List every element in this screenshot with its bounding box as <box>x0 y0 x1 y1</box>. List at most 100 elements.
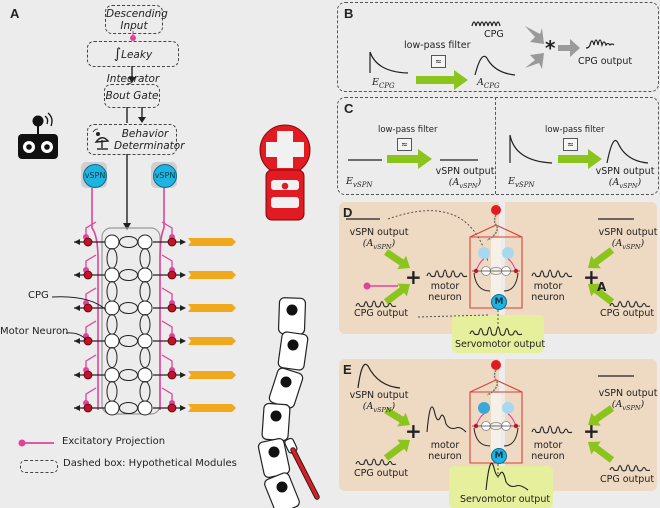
muscle-output-arrow <box>188 337 236 345</box>
cpg-wave-label: CPG <box>484 29 504 40</box>
excitatory-projection-left <box>91 188 99 410</box>
vspn-output-right-e: vSPN output (AvSPN) <box>594 388 660 412</box>
panel-a-top-connections <box>123 31 146 230</box>
motor-neuron-leader-line <box>65 332 87 341</box>
motor-neuron <box>167 370 177 380</box>
panel-c-box <box>337 97 659 195</box>
arrowhead <box>74 305 80 311</box>
neuron-label: neuron <box>531 292 565 303</box>
a-symbol: (A <box>611 238 623 249</box>
green-arrow-e-bottom-right <box>588 441 615 463</box>
green-arrow-shape <box>384 407 410 427</box>
excitatory-projection-right <box>159 188 165 410</box>
schematic-spine <box>491 238 501 298</box>
arrowhead <box>180 239 186 245</box>
cpg-network <box>51 188 236 416</box>
multiply-symbol: * <box>545 36 556 60</box>
motor-symbol: M <box>494 451 504 461</box>
schematic-spine <box>491 393 501 453</box>
robot-joint <box>268 446 280 458</box>
motor-neuron-wave-left-e <box>426 406 467 433</box>
panel-c-label: C <box>344 101 354 116</box>
mini-robot-body <box>486 214 499 241</box>
green-arrow-e-bottom-left <box>383 439 411 461</box>
robot-joint <box>280 376 292 388</box>
low-pass-filter-label-c-left: low-pass filter <box>378 125 438 135</box>
excitatory-branch <box>85 354 97 369</box>
cpg-leader-line <box>51 296 107 311</box>
green-arrow-e-top-left <box>384 407 410 427</box>
low-pass-filter-label-c-right: low-pass filter <box>545 125 605 135</box>
schematic-frame <box>469 379 523 464</box>
muscle-output-arrow <box>188 271 236 279</box>
motor-wire-right <box>503 427 519 447</box>
a-symbol: (A <box>362 238 374 249</box>
panel-c-divider <box>495 97 496 194</box>
segment-row <box>74 387 236 416</box>
arrowhead <box>74 372 80 378</box>
low-pass-filter-icon: ≈ <box>397 138 412 151</box>
green-arrow-shape <box>588 283 615 305</box>
plus-right-e: + <box>583 419 600 443</box>
e-cpg-symbol: E <box>372 77 379 88</box>
motor-wire-right <box>503 272 519 292</box>
bout-gate-box: Bout Gate <box>104 84 160 108</box>
motor-label: motor <box>533 281 563 292</box>
green-arrow-shape <box>384 249 410 270</box>
low-pass-filter-label-b: low-pass filter <box>404 40 471 51</box>
e-vspn-left-symbol: E <box>346 176 353 187</box>
green-arrow-d-top-right <box>588 247 615 269</box>
motor-neuron <box>167 336 177 346</box>
vspn-output-right-d-label: vSPN output <box>598 227 658 238</box>
panel-b-graphics <box>369 21 615 90</box>
e-cpg-label: ECPG <box>372 77 395 90</box>
cpg-output-right-d: CPG output <box>600 308 655 319</box>
vspn-output-left-c-label: vSPN output <box>435 166 495 177</box>
motor-neuron <box>83 403 93 413</box>
vspn-output-left-d-label: vSPN output <box>349 227 409 238</box>
motor-neuron-left-e: motor neuron <box>425 440 465 462</box>
excitatory-branch <box>161 354 173 369</box>
green-arrow-e-top-right <box>588 405 615 426</box>
cpg-output-label-b: CPG output <box>578 56 633 67</box>
bout-gate-label: Bout Gate <box>105 90 159 102</box>
motor-wire-left <box>473 427 491 447</box>
vspn-output-right-c-label: vSPN output <box>595 166 655 177</box>
green-arrow-shape <box>588 247 615 269</box>
satellite-dish-icon <box>92 128 110 150</box>
a-subscript: vSPN <box>373 242 392 251</box>
vspn-output-right-e-symbol: (AvSPN) <box>611 399 645 412</box>
schematic-frame <box>469 224 523 309</box>
mini-robot-body <box>486 369 499 396</box>
motor-neuron-right-d: motor neuron <box>528 281 568 303</box>
arrowhead <box>74 272 80 278</box>
vspn-output-left-d: vSPN output (AvSPN) <box>345 227 413 251</box>
a-subscript: vSPN <box>619 181 638 190</box>
excitatory-branch <box>85 254 97 269</box>
legend-excitatory: Excitatory Projection <box>62 436 166 447</box>
gray-arrow-bottom <box>525 53 544 69</box>
descending-input-box: Descending Input <box>105 5 168 34</box>
excitatory-legend-icon <box>18 439 54 447</box>
cpg-wave-left-d <box>355 300 397 308</box>
behavior-determinator-line1: Behavior <box>121 128 169 140</box>
muscle-output-arrow <box>188 404 236 412</box>
integral-symbol: ∫ <box>113 46 122 62</box>
vspn-output-right-c: vSPN output (AvSPN) <box>592 166 658 190</box>
servomotor-d: M <box>491 294 507 310</box>
arrowhead <box>180 305 186 311</box>
cursor-mark-a: A <box>597 280 607 294</box>
neuron-label: neuron <box>531 451 565 462</box>
green-arrow-d-bottom-right <box>588 283 615 305</box>
arrowhead <box>180 338 186 344</box>
servo-output-label-d: Servomotor output <box>455 339 546 350</box>
behavior-determinator-line2: Determinator <box>114 140 185 152</box>
motor-neuron <box>83 370 93 380</box>
e-cpg-subscript: CPG <box>378 81 395 90</box>
motor-symbol: M <box>494 297 504 307</box>
motor-neuron <box>167 303 177 313</box>
e-vspn-right: EvSPN <box>508 176 535 189</box>
descending-input-line2: Input <box>120 20 148 32</box>
green-arrow-shape <box>383 439 411 461</box>
motor-neuron <box>167 237 177 247</box>
